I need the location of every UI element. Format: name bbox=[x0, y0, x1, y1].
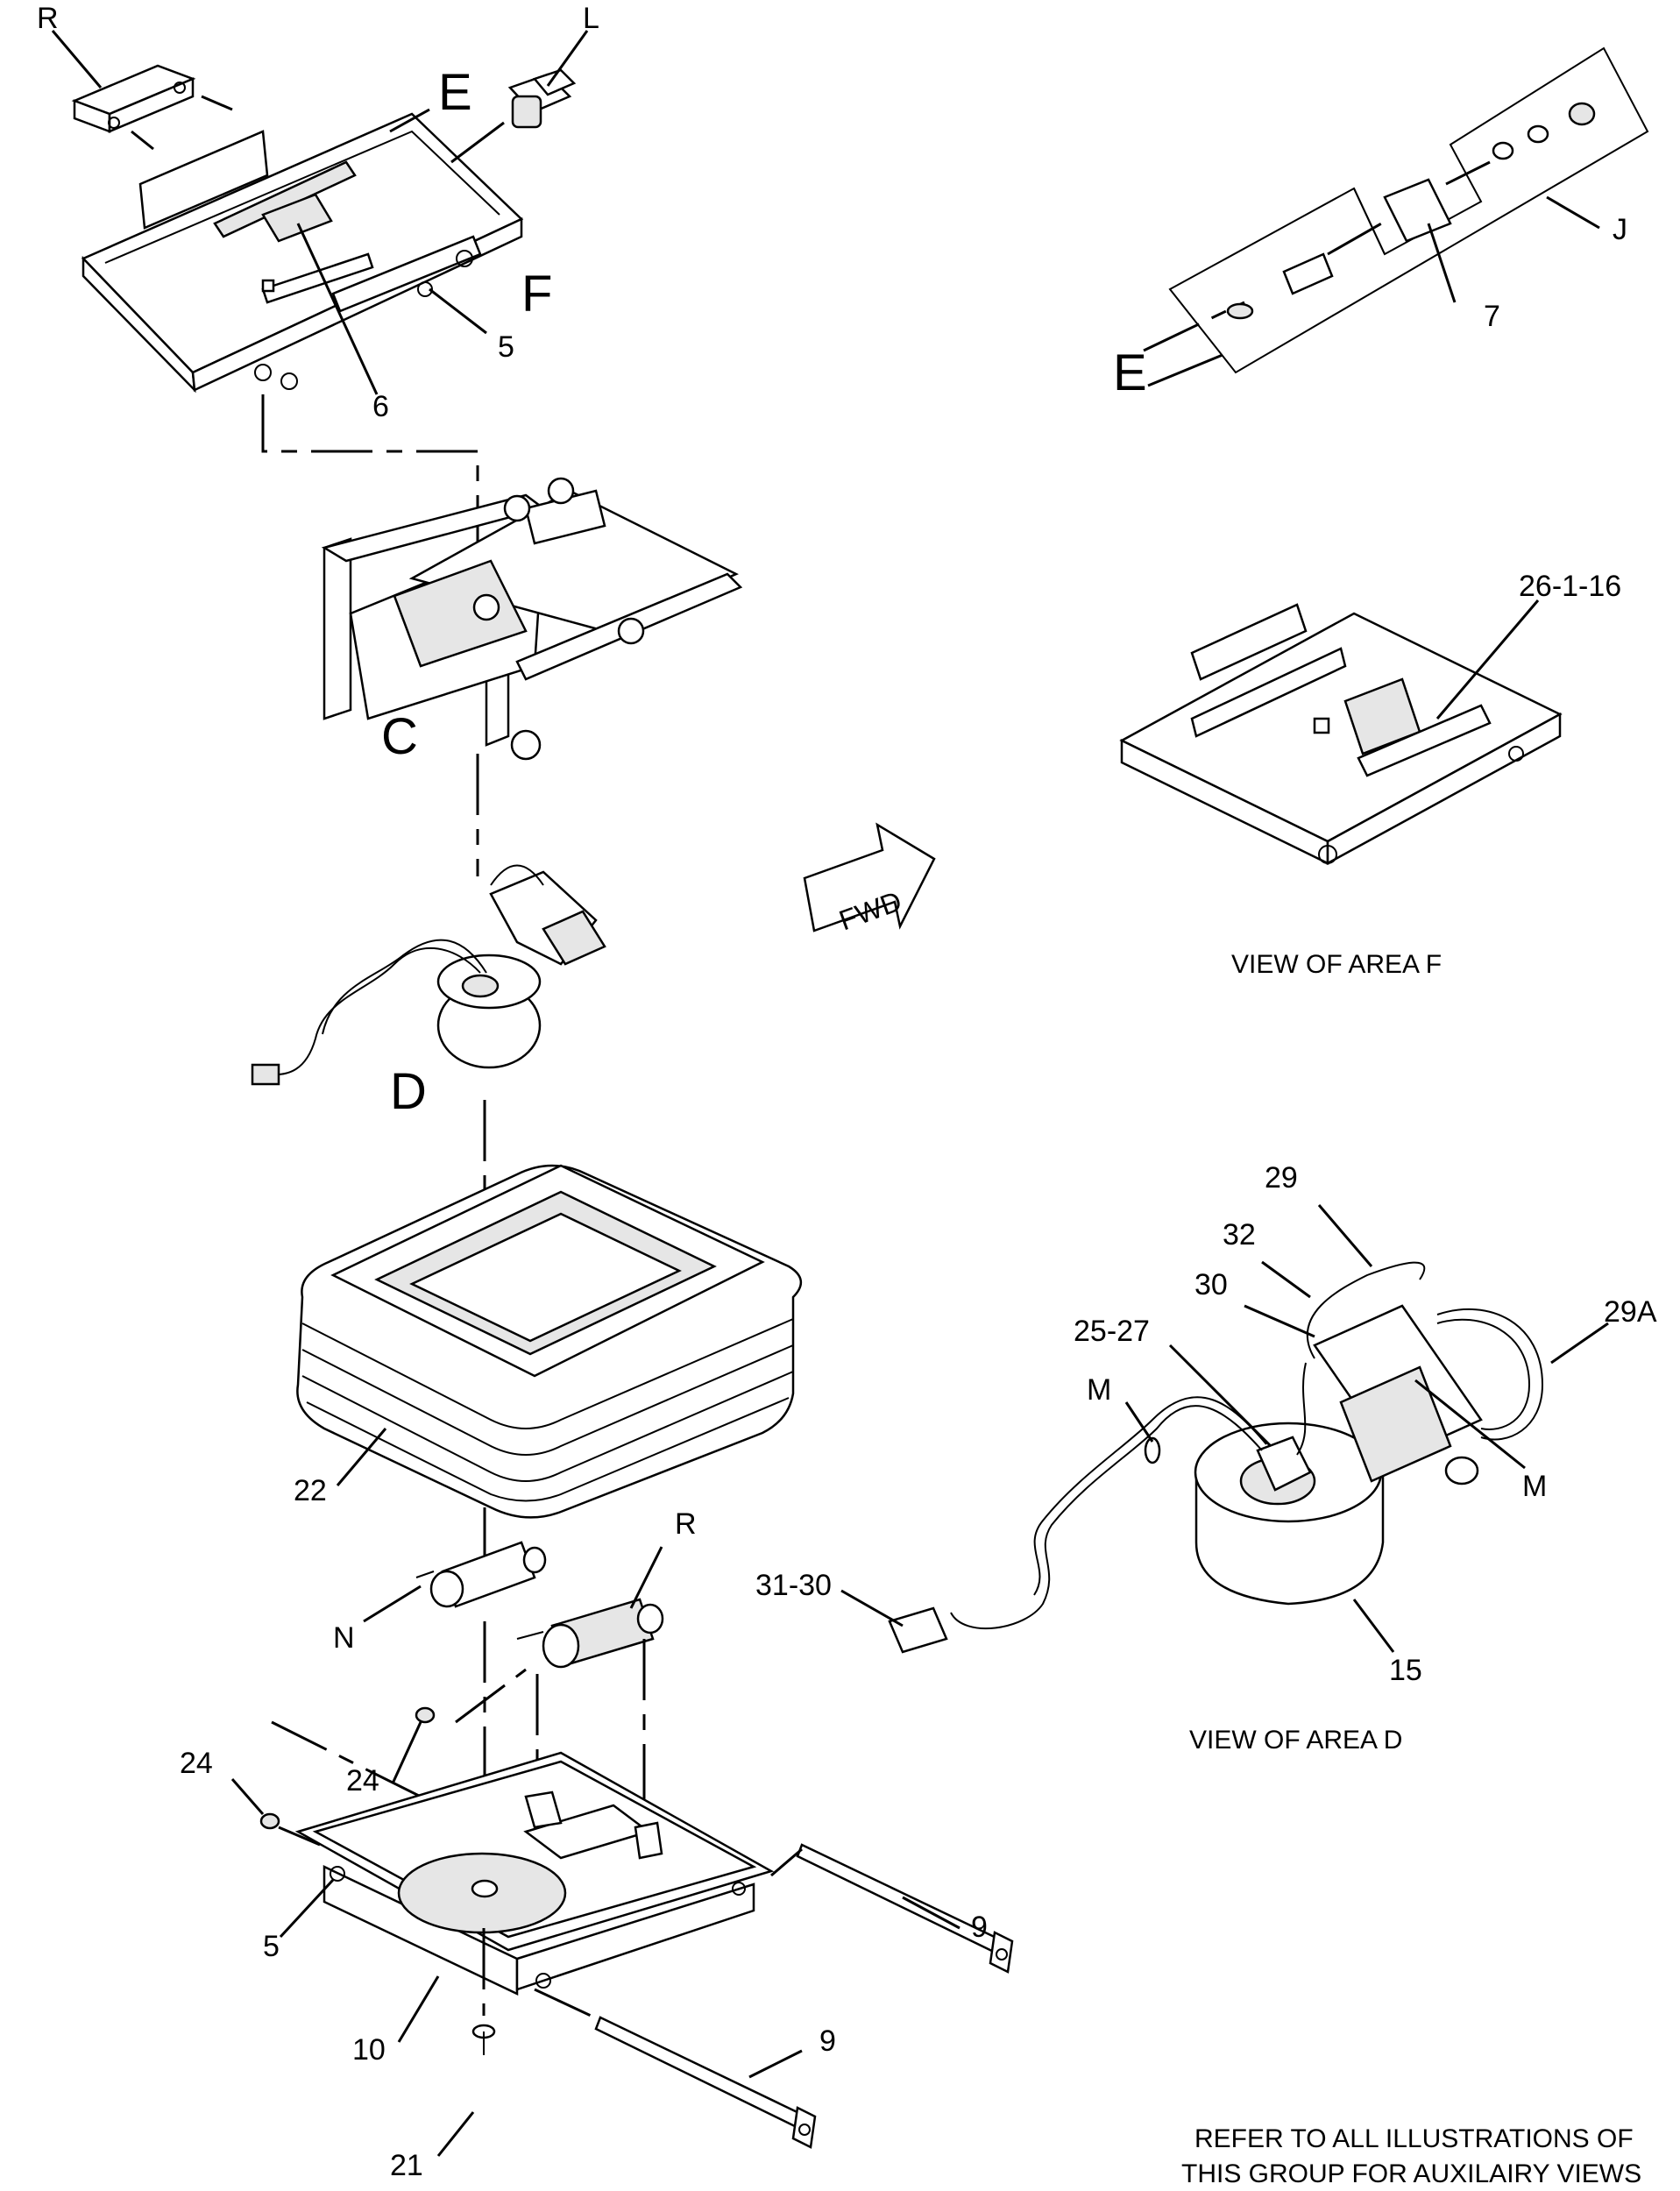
base-plate-icon bbox=[294, 1751, 775, 1996]
label-7: 7 bbox=[1484, 300, 1500, 333]
view-area-d-assembly bbox=[888, 1261, 1544, 1654]
note-line-1: REFER TO ALL ILLUSTRATIONS OF bbox=[1194, 2124, 1634, 2153]
suspension-mechanism-icon bbox=[321, 477, 743, 761]
air-valve-assembly-icon bbox=[251, 864, 606, 1086]
label-r-top: R bbox=[37, 2, 59, 35]
label-26-1-16: 26-1-16 bbox=[1519, 570, 1621, 603]
note-line-2: THIS GROUP FOR AUXILAIRY VIEWS bbox=[1181, 2159, 1641, 2188]
label-c: C bbox=[381, 708, 418, 765]
label-15: 15 bbox=[1389, 1654, 1422, 1687]
label-l: L bbox=[583, 2, 599, 35]
label-n: N bbox=[333, 1621, 355, 1655]
view-area-f-plate bbox=[1119, 603, 1563, 866]
label-e-detail: E bbox=[1113, 344, 1147, 401]
label-21: 21 bbox=[390, 2149, 423, 2182]
label-24-left: 24 bbox=[180, 1747, 213, 1780]
air-spring-cylinder-icon bbox=[455, 1598, 664, 1724]
nut-24-mid-icon bbox=[415, 1706, 436, 1724]
label-5-bottom: 5 bbox=[263, 1930, 280, 1963]
label-30: 30 bbox=[1194, 1268, 1228, 1301]
caption-view-area-d: VIEW OF AREA D bbox=[1189, 1726, 1402, 1755]
label-m-right: M bbox=[1522, 1470, 1547, 1503]
switch-l-icon bbox=[507, 68, 577, 129]
shock-absorber-icon bbox=[415, 1541, 547, 1608]
caption-view-area-f: VIEW OF AREA F bbox=[1231, 950, 1442, 979]
top-slide-plate bbox=[81, 112, 524, 394]
label-32: 32 bbox=[1223, 1218, 1256, 1251]
label-j: J bbox=[1613, 213, 1627, 246]
label-10: 10 bbox=[352, 2033, 386, 2067]
label-r-mid: R bbox=[675, 1507, 697, 1541]
label-6: 6 bbox=[372, 390, 389, 423]
label-9-right: 9 bbox=[971, 1911, 988, 1944]
slide-rod-bottom-icon bbox=[594, 2016, 817, 2149]
label-e-top: E bbox=[438, 64, 472, 121]
label-24-mid: 24 bbox=[346, 1764, 379, 1797]
label-d: D bbox=[390, 1063, 427, 1120]
label-f: F bbox=[521, 266, 552, 323]
label-29a: 29A bbox=[1604, 1295, 1657, 1329]
nut-24-left-icon bbox=[259, 1812, 280, 1830]
label-25-27: 25-27 bbox=[1074, 1315, 1150, 1348]
detail-e-box bbox=[1143, 46, 1649, 374]
bracket-r-icon bbox=[71, 64, 196, 133]
label-5-top: 5 bbox=[498, 330, 514, 364]
label-29: 29 bbox=[1265, 1161, 1298, 1195]
label-22: 22 bbox=[294, 1474, 327, 1507]
label-m-left: M bbox=[1087, 1373, 1111, 1407]
label-9-bottom: 9 bbox=[819, 2024, 836, 2058]
label-31-30: 31-30 bbox=[755, 1569, 832, 1602]
bellows-boot-icon bbox=[296, 1164, 802, 1519]
slide-rod-right-icon bbox=[796, 1843, 1014, 1974]
fwd-arrow-icon: FWD bbox=[803, 822, 936, 936]
bolt-21-icon bbox=[471, 2024, 496, 2055]
